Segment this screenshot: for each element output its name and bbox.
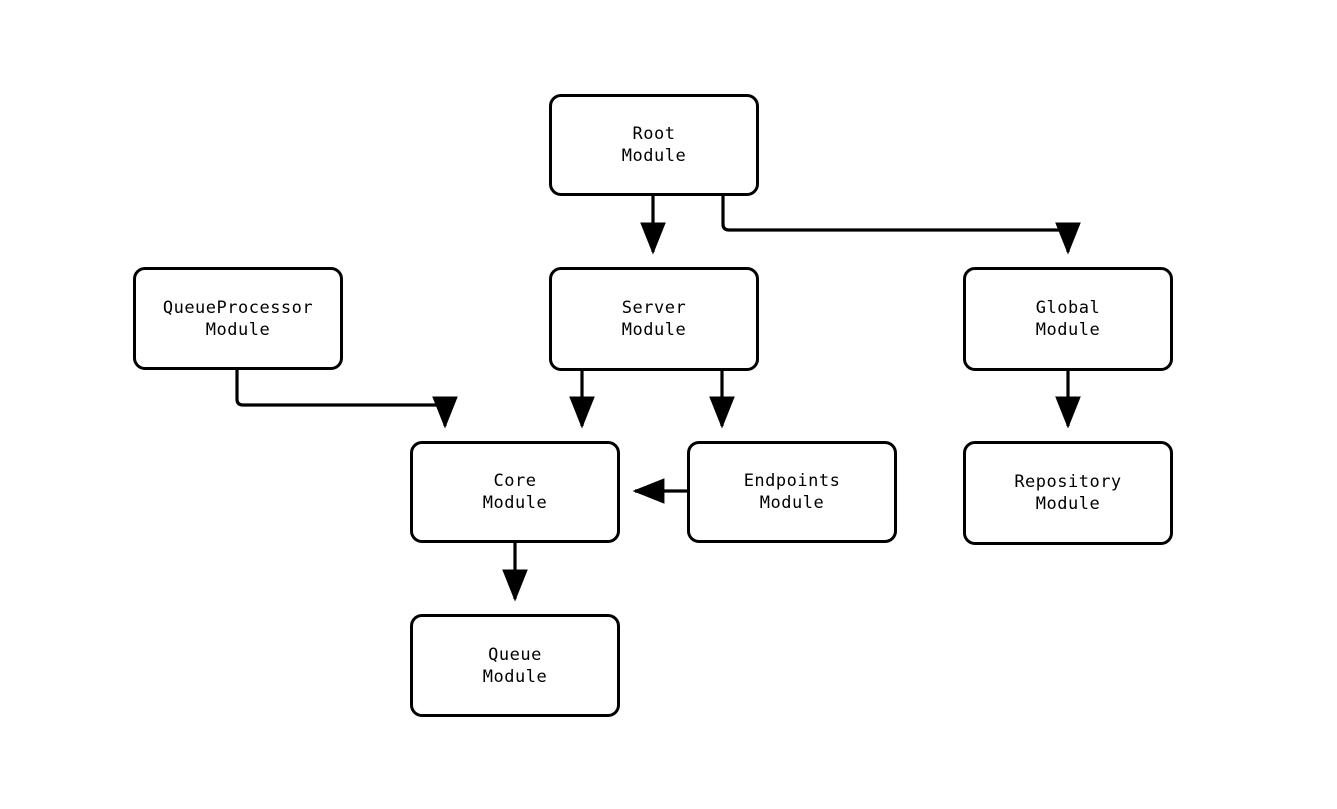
edge-queueprocessor-to-core — [235, 370, 458, 429]
node-queueprocessor-module[interactable]: QueueProcessor Module — [133, 267, 343, 370]
node-repository-module[interactable]: Repository Module — [963, 441, 1173, 545]
node-endpoints-module-label: Endpoints Module — [743, 471, 841, 513]
node-global-module[interactable]: Global Module — [963, 267, 1173, 371]
node-endpoints-module[interactable]: Endpoints Module — [687, 441, 897, 543]
node-core-module-label: Core Module — [482, 471, 548, 513]
node-queue-module-label: Queue Module — [482, 644, 548, 687]
node-core-module[interactable]: Core Module — [410, 441, 620, 543]
node-server-module[interactable]: Server Module — [549, 267, 759, 371]
edge-root-to-global — [721, 196, 1081, 255]
node-queueprocessor-module-label: QueueProcessor Module — [162, 297, 314, 340]
node-queue-module[interactable]: Queue Module — [410, 614, 620, 717]
node-repository-module-label: Repository Module — [1014, 472, 1122, 514]
node-root-module[interactable]: Root Module — [549, 94, 759, 196]
node-server-module-label: Server Module — [621, 298, 687, 340]
node-root-module-label: Root Module — [621, 124, 687, 166]
node-global-module-label: Global Module — [1035, 298, 1101, 340]
